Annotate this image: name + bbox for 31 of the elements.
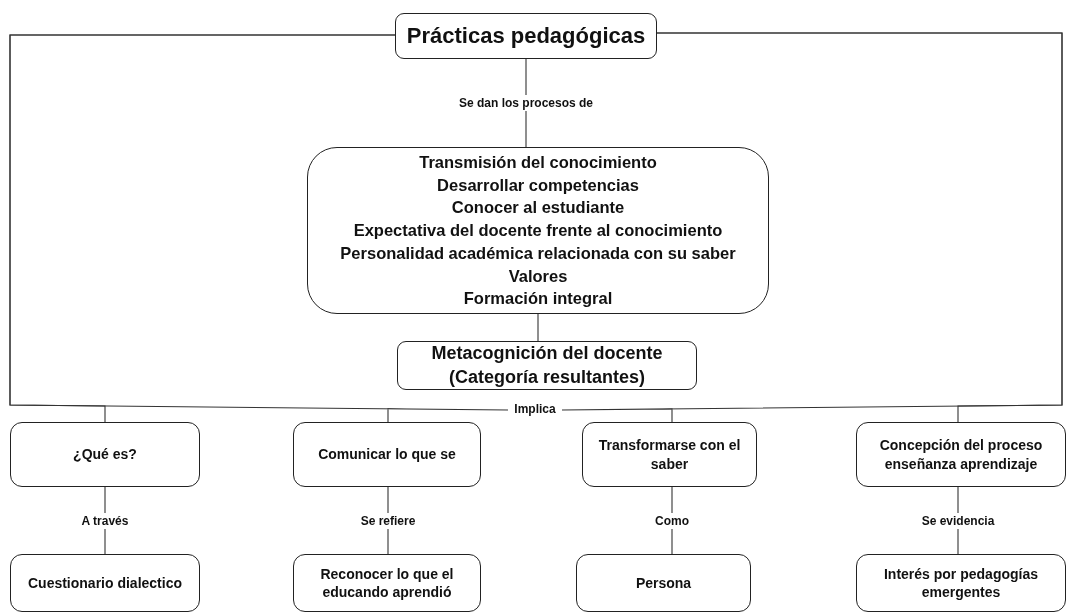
node-text: Desarrollar competencias (437, 174, 639, 196)
node-text: Reconocer lo que el educando aprendió (319, 564, 455, 602)
node-text: Personalidad académica relacionada con su saber (340, 242, 736, 264)
node-text: Cuestionario dialectico (27, 573, 182, 593)
node-text: Persona (635, 573, 692, 593)
node-text: Comunicar lo que se (318, 445, 456, 464)
node-text: Conocer al estudiante (451, 197, 625, 219)
node-text: Concepción del proceso enseñanza aprendizaje (878, 436, 1044, 473)
node-text: Metacognición del docente (Categoría resultantes) (430, 342, 664, 389)
node-text: Expectativa del docente frente al conocimiento (353, 220, 723, 242)
node-text: Transformarse con el saber (597, 436, 742, 473)
node-text: Prácticas pedagógicas (406, 21, 646, 50)
concept-box (10, 422, 200, 487)
concept-box (10, 554, 200, 612)
concept-box (582, 422, 757, 487)
node-text: ¿Qué es? (73, 445, 137, 464)
concept-box (856, 554, 1066, 612)
node-text: Interés por pedagogías emergentes (882, 564, 1039, 602)
concept-box (856, 422, 1066, 487)
concept-box (397, 341, 697, 390)
connector-line (9, 34, 509, 423)
concept-box (293, 554, 481, 612)
node-text: Transmisión del conocimiento (419, 151, 657, 173)
concept-box (576, 554, 751, 612)
node-text: Formación integral (463, 288, 613, 310)
concept-box (293, 422, 481, 487)
connector-line (537, 313, 539, 342)
connector-line (656, 32, 1063, 423)
concept-box (307, 147, 769, 314)
concept-box (395, 13, 657, 59)
node-text: Valores (508, 265, 568, 287)
